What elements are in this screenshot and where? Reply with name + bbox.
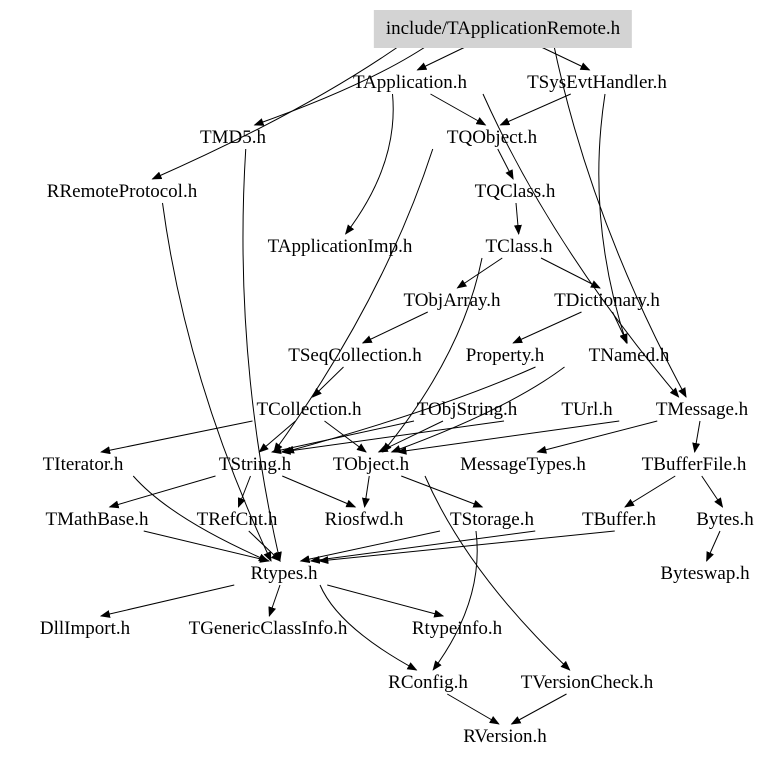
node-riosfwd[interactable]: Riosfwd.h [324,509,404,530]
edge-tapp-to-tqobj [430,93,487,126]
node-tobjarr[interactable]: TObjArray.h [403,290,501,311]
node-byteswap[interactable]: Byteswap.h [660,563,750,584]
node-tstring[interactable]: TString.h [218,454,292,475]
edge-remote-to-tmd5 [253,39,436,126]
edge-tqobj-to-tqclass [497,148,514,180]
edge-tobject-to-tvc [424,475,571,671]
edge-tbuffer-to-rtypes [309,530,536,564]
edge-tobjstr-to-tobject [377,420,444,453]
node-titer[interactable]: TIterator.h [42,454,124,475]
edge-tnamed-to-tobject [390,366,565,453]
node-rtypes[interactable]: Rtypes.h [250,563,318,584]
node-tdict[interactable]: TDictionary.h [554,290,660,311]
edge-tcoll-to-tstring [258,420,296,453]
node-tstorage[interactable]: TStorage.h [450,509,534,530]
edge-tobject-to-tstorage [401,475,484,508]
edge-tapp-to-tmsg [482,93,680,398]
node-tappimp[interactable]: TApplicationImp.h [267,236,413,257]
edge-tstring-to-riosfwd [282,475,357,508]
node-rconfig[interactable]: RConfig.h [388,672,468,693]
edge-tseq-to-tcoll [311,366,344,398]
edge-titer-to-rtypes [132,475,269,562]
edge-tstring-to-tmath [108,475,216,509]
edge-rtypes-to-dllimport [99,584,235,618]
edge-rconfig-to-rversion [446,693,500,725]
edge-tmsg-to-tobject [396,420,620,455]
node-tgci[interactable]: TGenericClassInfo.h [188,618,348,639]
edge-tvc-to-rversion [510,693,567,725]
node-tapp[interactable]: TApplication.h [352,72,468,93]
node-tqclass[interactable]: TQClass.h [474,181,556,202]
edge-tobject-to-riosfwd [361,475,370,508]
edge-tsys-to-tqobj [499,93,571,126]
node-prop[interactable]: Property.h [465,345,545,366]
edge-tmsg-to-msgtypes [536,420,658,454]
node-turl[interactable]: TUrl.h [561,399,613,420]
edge-turl-to-tstring [280,420,505,455]
edge-remote-to-tmsg [552,39,687,398]
edge-bytes-to-byteswap [706,530,721,562]
node-rrp[interactable]: RRemoteProtocol.h [46,181,198,202]
node-tmsg[interactable]: TMessage.h [655,399,749,420]
edge-tmath-to-rtypes [143,530,271,563]
edge-rtypes-to-rconfig [319,584,418,671]
edge-rtypes-to-rtypeinfo [327,584,445,618]
node-msgtypes[interactable]: MessageTypes.h [460,454,586,475]
node-tmd5[interactable]: TMD5.h [200,127,266,148]
node-tseq[interactable]: TSeqCollection.h [288,345,422,366]
edge-tsys-to-tnamed [598,93,628,344]
edge-tdict-to-prop [512,311,582,344]
node-tbuffer[interactable]: TBuffer.h [581,509,657,530]
node-bytes[interactable]: Bytes.h [696,509,754,530]
edge-tobjarr-to-tseq [361,311,428,344]
edge-tapp-to-tappimp [344,93,394,235]
node-tqobj[interactable]: TQObject.h [446,127,538,148]
node-rtypeinfo[interactable]: Rtypeinfo.h [411,618,503,639]
edge-tbuffile-to-bytes [701,475,724,508]
node-tnamed[interactable]: TNamed.h [588,345,670,366]
edge-tmsg-to-tbuffile [692,420,701,453]
node-tclass[interactable]: TClass.h [485,236,553,257]
edge-rtypes-to-tgci [268,584,281,617]
node-tbuffile[interactable]: TBufferFile.h [641,454,747,475]
node-dllimport[interactable]: DllImport.h [39,618,131,639]
node-tobjstr[interactable]: TObjString.h [416,399,518,420]
node-remote[interactable]: include/TApplicationRemote.h [373,10,633,48]
edge-tcoll-to-titer [100,420,253,455]
edge-tstorage-to-rtypes [299,530,441,564]
node-trefcnt[interactable]: TRefCnt.h [196,509,278,530]
node-rversion[interactable]: RVersion.h [463,726,547,747]
edge-tclass-to-tdict [540,257,601,289]
node-tvc[interactable]: TVersionCheck.h [520,672,654,693]
node-tobject[interactable]: TObject.h [332,454,410,475]
edge-tqobj-to-tstring [273,148,434,453]
edge-tstorage-to-rconfig [432,530,478,671]
node-tsys[interactable]: TSysEvtHandler.h [527,72,667,93]
edge-tdict-to-tnamed [612,311,628,344]
edge-tmd5-to-rtypes [242,148,282,562]
edge-tclass-to-tobject [382,257,483,453]
node-tcoll[interactable]: TCollection.h [256,399,362,420]
edge-tqclass-to-tclass [513,202,522,235]
edge-remote-to-rrp [151,39,409,180]
edge-tstring-to-trefcnt [237,475,251,508]
edge-tclass-to-tobjarr [456,257,503,289]
node-tmath[interactable]: TMathBase.h [45,509,149,530]
edge-bytes-to-rtypes [318,530,615,565]
edge-tbuffile-to-tbuffer [624,475,676,508]
edge-rrp-to-rtypes [162,202,272,562]
